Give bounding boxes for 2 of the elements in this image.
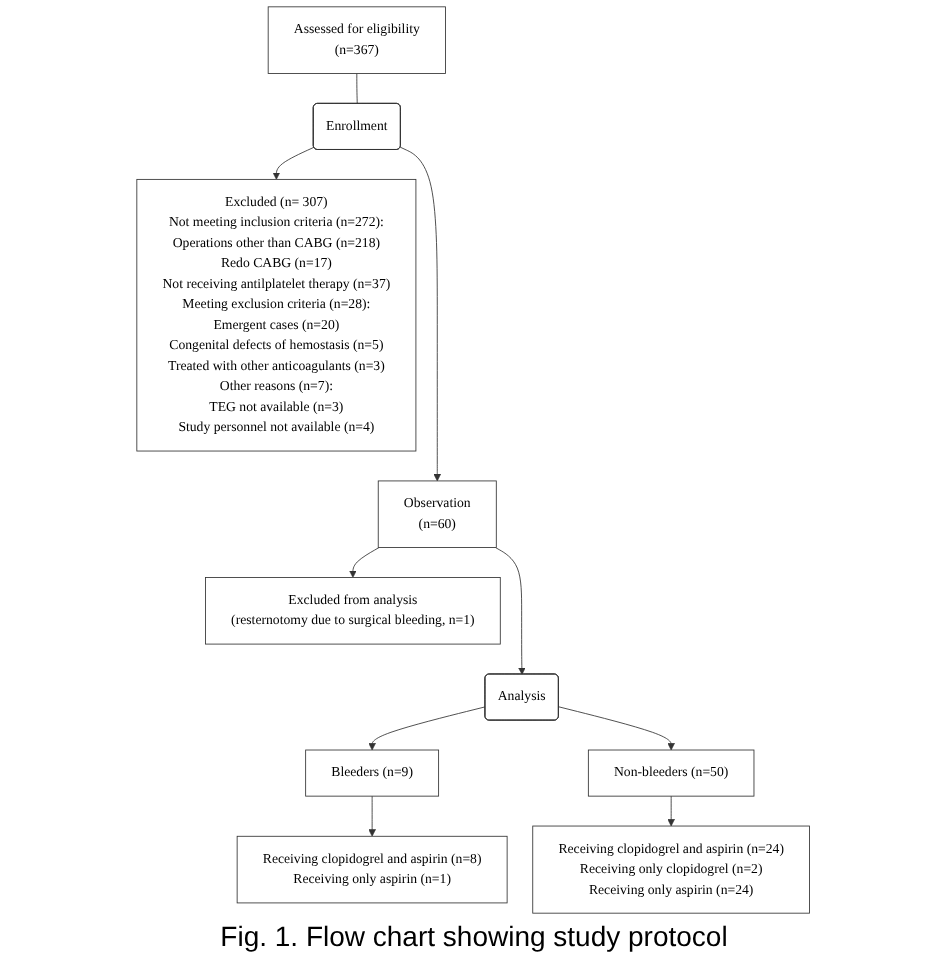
connector	[357, 73, 359, 105]
figure-caption: Fig. 1. Flow chart showing study protocol	[218, 920, 730, 952]
